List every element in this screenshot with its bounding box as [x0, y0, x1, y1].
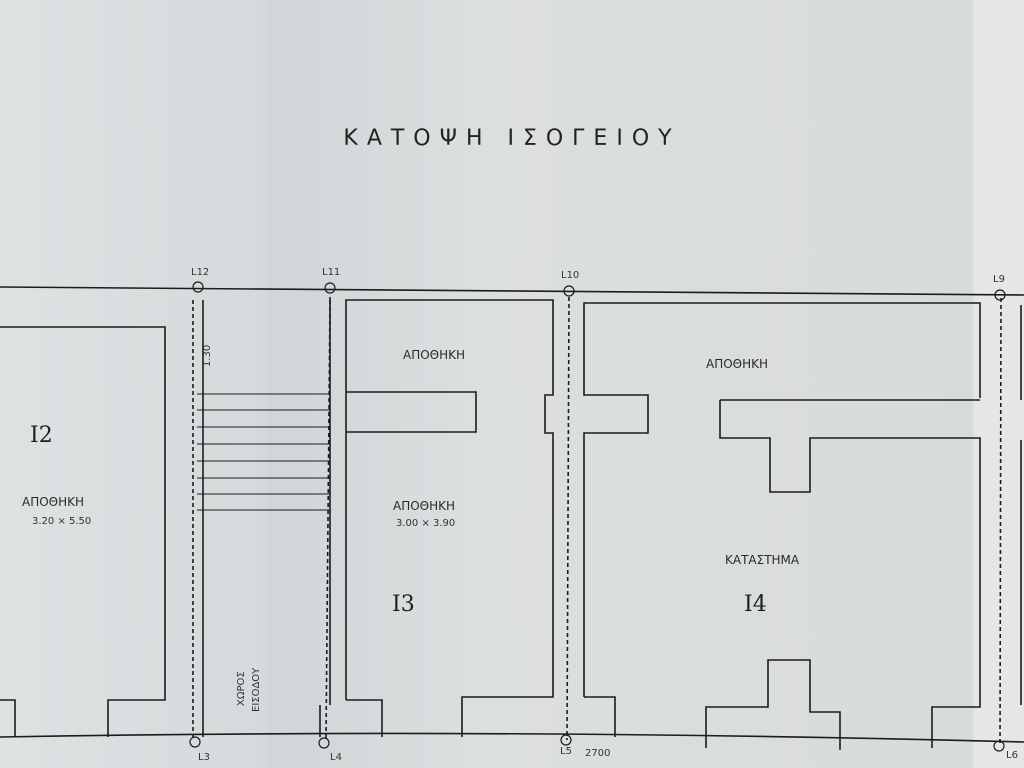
grid-label-l6: L6	[1006, 750, 1018, 761]
entry-right-wall	[319, 297, 331, 737]
grid-label-l5: L5	[560, 746, 572, 757]
room-label-i4-upper: ΑΠΟΘΗΚΗ	[706, 357, 769, 371]
drawing-title: ΚΑΤΟΨΗ ΙΣΟΓΕΙΟΥ	[343, 126, 681, 151]
paper-panel-right	[973, 0, 1024, 768]
grid-label-l11: L11	[322, 267, 341, 278]
unit-id-i3: I3	[392, 592, 415, 617]
entry-width-dim: 1.30	[202, 344, 213, 367]
grid-label-l3: L3	[198, 752, 210, 763]
bottom-grid-line	[0, 732, 1024, 743]
grid-label-l4: L4	[330, 752, 342, 763]
room-label-i2: ΑΠΟΘΗΚΗ	[22, 495, 85, 509]
staircase	[197, 393, 330, 511]
grid-marker-l4	[318, 737, 330, 749]
room-i3-partition	[346, 391, 477, 433]
room-label-i3: ΑΠΟΘΗΚΗ	[393, 499, 456, 513]
grid-marker-l3	[189, 736, 201, 748]
bottom-dimension: 2700	[585, 748, 611, 759]
room-label-i4: ΚΑΤΑΣΤΗΜΑ	[725, 553, 800, 567]
grid-marker-l6	[993, 740, 1005, 752]
grid-marker-l12	[192, 281, 204, 293]
room-i2-wall-left	[0, 699, 16, 737]
room-i2-wall	[0, 326, 166, 737]
entry-label-line2: ΕΙΣΟΔΟΥ	[251, 667, 262, 712]
grid-marker-l5	[560, 734, 572, 746]
top-grid-line	[0, 286, 1024, 296]
room-i4-partition	[719, 399, 981, 748]
room-i4-wall-bottom-left	[584, 696, 616, 737]
room-i4-wall	[583, 302, 981, 697]
room-dims-i2: 3.20 × 5.50	[32, 516, 92, 527]
paper-panel-left	[0, 0, 268, 768]
grid-marker-l10	[563, 285, 575, 297]
room-dims-i3: 3.00 × 3.90	[396, 518, 456, 529]
entry-label-line1: ΧΩΡΟΣ	[236, 671, 247, 706]
grid-marker-l9	[994, 289, 1006, 301]
unit-id-i2: I2	[30, 423, 53, 448]
room-i3-wall	[345, 299, 554, 737]
grid-marker-l11	[324, 282, 336, 294]
room-label-i3-upper: ΑΠΟΘΗΚΗ	[403, 348, 466, 362]
room-i3-wall-bottom-left	[346, 699, 383, 737]
axis-l10-l5	[566, 296, 570, 741]
axis-l9-l6	[999, 297, 1002, 746]
paper-panel-middle	[268, 0, 973, 768]
room-i4-stair-block	[705, 659, 841, 750]
grid-label-l9: L9	[993, 274, 1005, 285]
grid-label-l10: L10	[561, 270, 580, 281]
grid-label-l12: L12	[191, 267, 210, 278]
unit-id-i4: I4	[744, 592, 767, 617]
